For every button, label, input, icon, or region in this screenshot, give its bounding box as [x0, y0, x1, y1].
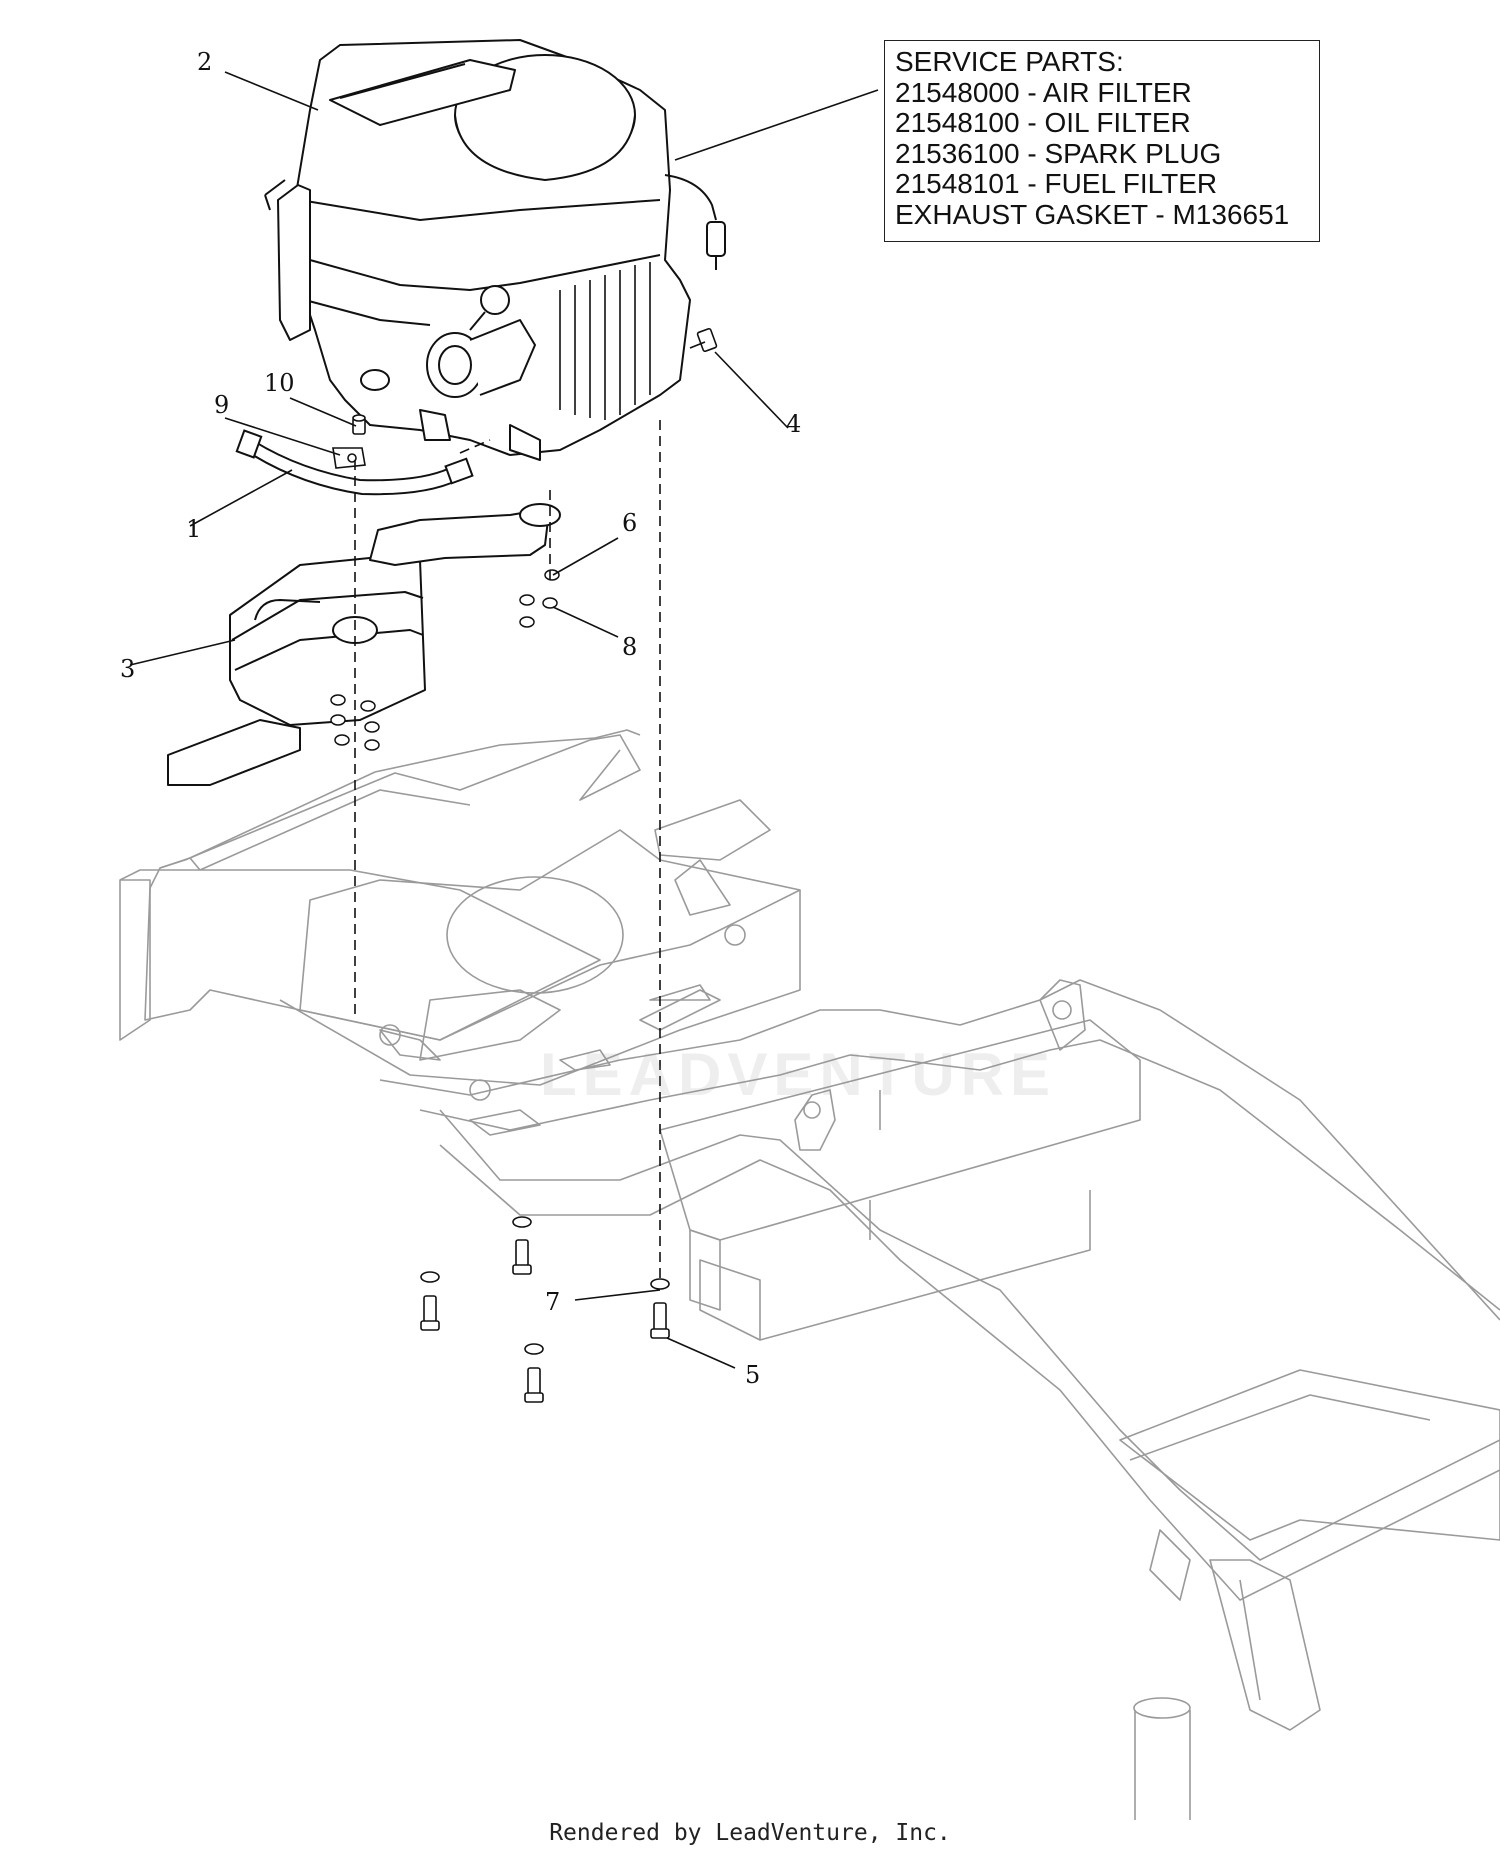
callout-6: 6 [622, 509, 637, 537]
callout-7: 7 [545, 1288, 560, 1316]
footer-credit: Rendered by LeadVenture, Inc. [549, 1820, 951, 1846]
callout-10: 10 [264, 369, 295, 397]
service-parts-heading: SERVICE PARTS: [895, 46, 1124, 77]
service-part-oil-filter: 21548100 - OIL FILTER [895, 107, 1191, 138]
callout-5: 5 [745, 1361, 760, 1389]
callout-4: 4 [786, 410, 801, 438]
callout-labels: 1 2 3 4 5 6 7 8 9 10 [120, 48, 801, 1389]
service-part-fuel-filter: 21548101 - FUEL FILTER [895, 168, 1218, 199]
callout-3: 3 [120, 655, 135, 683]
engine [264, 39, 726, 461]
muffler [167, 503, 561, 786]
service-part-spark-plug: 21536100 - SPARK PLUG [895, 137, 1222, 169]
engine-bolt [689, 327, 718, 353]
callout-2: 2 [197, 48, 212, 76]
service-part-exhaust-gasket: EXHAUST GASKET - M136651 [895, 198, 1290, 230]
service-part-air-filter: 21548000 - AIR FILTER [895, 76, 1192, 108]
alignment-lines [354, 420, 661, 1280]
service-parts-box: SERVICE PARTS: 21548000 - AIR FILTER 215… [884, 40, 1320, 242]
callout-9: 9 [214, 391, 229, 419]
leader-lines [129, 71, 879, 1369]
hose-clip [332, 447, 366, 469]
watermark: LEADVENTURE [540, 1041, 1057, 1108]
callout-1: 1 [186, 515, 201, 543]
exhaust-hardware [330, 569, 560, 751]
mower-frame [119, 729, 1500, 1820]
breather-hose [235, 429, 474, 496]
air-filter-cover [329, 59, 516, 126]
mount-hole [446, 876, 624, 994]
clip-screw [352, 414, 366, 435]
callout-8: 8 [622, 633, 637, 661]
fuel-filter [706, 221, 726, 257]
mounting-bolts [420, 1216, 670, 1403]
